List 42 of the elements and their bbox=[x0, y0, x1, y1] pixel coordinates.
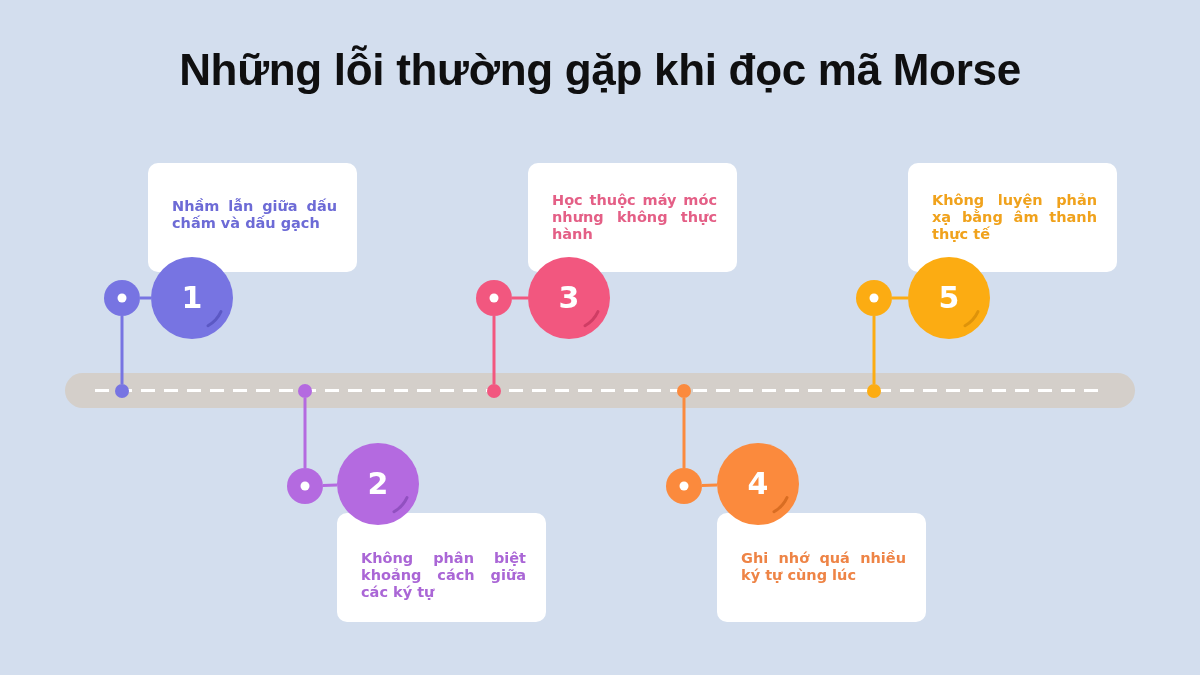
card-text: Học thuộc máy móc nhưng không thực hành bbox=[552, 192, 717, 243]
timeline-dot bbox=[298, 384, 312, 398]
number-circle bbox=[528, 257, 610, 339]
ring-marker bbox=[666, 468, 702, 504]
card-text: Nhầm lẫn giữa dấu chấm và dấu gạch bbox=[172, 198, 337, 232]
connector-line bbox=[701, 483, 718, 487]
card-text: Ghi nhớ quá nhiều ký tự cùng lúc bbox=[741, 550, 906, 584]
timeline-dot bbox=[677, 384, 691, 398]
connector-line bbox=[872, 316, 876, 384]
timeline-dot bbox=[867, 384, 881, 398]
step-number: 2 bbox=[367, 469, 389, 499]
ring-marker bbox=[287, 468, 323, 504]
card-text: Không phân biệt khoảng cách giữa các ký tự bbox=[361, 550, 526, 601]
text-card bbox=[528, 163, 737, 272]
text-card bbox=[337, 513, 546, 622]
number-circle bbox=[908, 257, 990, 339]
connector-line bbox=[303, 398, 307, 468]
text-card bbox=[717, 513, 926, 622]
timeline-dot bbox=[115, 384, 129, 398]
title: Những lỗi thường gặp khi đọc mã Morse bbox=[179, 44, 1021, 96]
number-circle bbox=[717, 443, 799, 525]
card-text: Không luyện phản xạ bằng âm thanh thực tế bbox=[932, 192, 1097, 243]
timeline-bar bbox=[65, 373, 1135, 408]
step-number: 4 bbox=[747, 469, 769, 499]
step-number: 5 bbox=[938, 283, 960, 313]
text-card bbox=[908, 163, 1117, 272]
ring-marker bbox=[856, 280, 892, 316]
connector-line bbox=[892, 296, 908, 300]
connector-line bbox=[512, 296, 528, 300]
timeline-dot bbox=[487, 384, 501, 398]
step-number: 3 bbox=[558, 283, 580, 313]
text-card bbox=[148, 163, 357, 272]
connector-line bbox=[120, 316, 124, 384]
ring-marker bbox=[104, 280, 140, 316]
connector-line bbox=[682, 398, 686, 468]
connector-line bbox=[140, 296, 151, 300]
number-circle bbox=[337, 443, 419, 525]
step-number: 1 bbox=[181, 283, 203, 313]
connector-line bbox=[322, 483, 338, 487]
connector-line bbox=[492, 316, 496, 384]
ring-marker bbox=[476, 280, 512, 316]
number-circle bbox=[151, 257, 233, 339]
